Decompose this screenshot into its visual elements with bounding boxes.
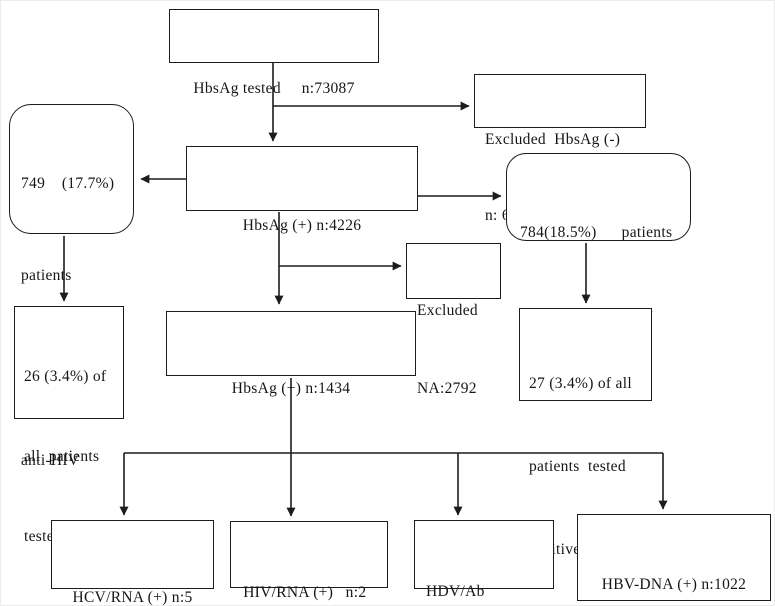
node-text: Excluded: [417, 302, 478, 320]
node-text: Excluded HbsAg (-): [485, 131, 621, 149]
node-text: HbsAg (+) n:1434: [231, 380, 351, 398]
node-text: NA:2792: [417, 380, 477, 398]
node-text: 27 (3.4%) of all: [529, 375, 632, 393]
node-text: 26 (3.4%) of: [24, 368, 107, 386]
node-text: HbsAg (+) n:4226: [242, 217, 362, 235]
node-text: HbsAg tested n:73087: [193, 80, 355, 98]
node-text: HCV/RNA (+) n:5: [72, 589, 193, 606]
node-hbv-dna: HBV-DNA (+) n:1022 and/orAnti-Hbe (+) n:…: [577, 514, 771, 601]
node-text: 784(18.5%) patients: [520, 224, 673, 242]
node-text: HIV/RNA (+) n:2: [239, 584, 367, 602]
node-hcv-rna: HCV/RNA (+) n:5: [51, 520, 214, 605]
node-hbsag-positive-4226: HbsAg (+) n:4226: [186, 146, 418, 234]
node-text: HBV-DNA (+) n:1022: [601, 576, 747, 594]
node-hbsag-positive-1434: HbsAg (+) n:1434: [166, 311, 416, 397]
node-hiv-rna: HIV/RNA (+) n:2 HIV Ab(+) n:127: [230, 521, 388, 601]
node-excluded-hbsag-negative: Excluded HbsAg (-) n: 68861: [474, 74, 646, 224]
node-tested-anti-hiv: 749 (17.7%) patients tested for anti-HIV: [9, 104, 134, 469]
node-text: anti-HIV: [21, 451, 80, 469]
node-hiv-positive-result: 26 (3.4%) of all patients tested positiv…: [14, 306, 124, 545]
node-text: patients: [21, 267, 72, 285]
node-text: 749 (17.7%): [21, 175, 115, 193]
node-hbsag-tested: HbsAg tested n:73087: [169, 9, 379, 97]
node-text: all patients: [24, 448, 100, 466]
node-hcv-positive-result: 27 (3.4%) of all patients tested positiv…: [519, 308, 652, 558]
node-text: patients tested: [529, 457, 626, 475]
node-excluded-na: Excluded NA:2792: [406, 243, 501, 397]
node-text: HDV/Ab (+): [426, 583, 485, 601]
node-hdv-ab: HDV/Ab (+) n:49 (3.4%): [414, 520, 554, 600]
node-tested-anti-hcv: 784(18.5%) patients tested for anti- HCV: [506, 153, 691, 326]
